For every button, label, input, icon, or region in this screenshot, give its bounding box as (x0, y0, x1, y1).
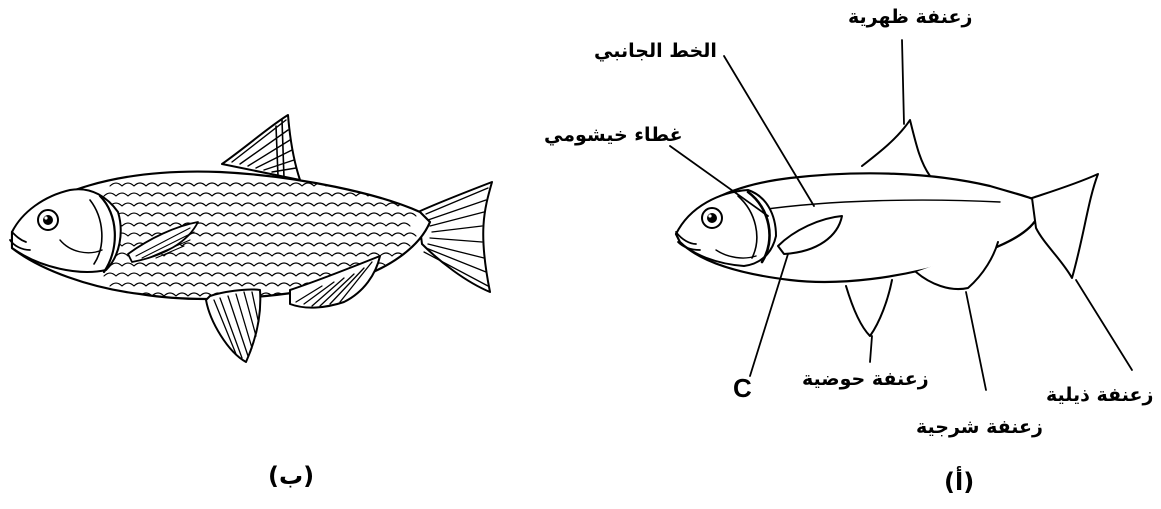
leader-dorsal (902, 40, 904, 124)
leader-anal (966, 292, 986, 390)
label-anal-fin: زعنفة شرجية (916, 416, 1043, 438)
label-c-marker: C (733, 374, 752, 402)
leader-caudal (1076, 280, 1132, 370)
label-pelvic-fin: زعنفة حوضية (802, 368, 929, 390)
label-lateral-line: الخط الجانبي (594, 40, 717, 62)
label-dorsal-fin: زعنفة ظهرية (848, 6, 972, 28)
fish-b-pelvic-fin (206, 289, 260, 362)
label-gill-cover: غطاء خيشومي (544, 124, 683, 146)
leader-pelvic (870, 336, 872, 362)
fish-b-dorsal-fin (222, 115, 300, 180)
fish-a-illustration (670, 40, 1132, 390)
fish-a-pelvic-fin (846, 280, 892, 336)
fish-b-illustration (10, 115, 492, 362)
fish-b-caudal-fin (418, 182, 492, 292)
caption-figure-a: (أ) (944, 468, 974, 496)
label-caudal-fin: زعنفة ذيلية (1046, 384, 1153, 406)
caption-figure-b: (ب) (268, 462, 314, 490)
fish-a-dorsal-fin (862, 120, 930, 176)
fish-a-caudal-fin (1032, 174, 1098, 278)
